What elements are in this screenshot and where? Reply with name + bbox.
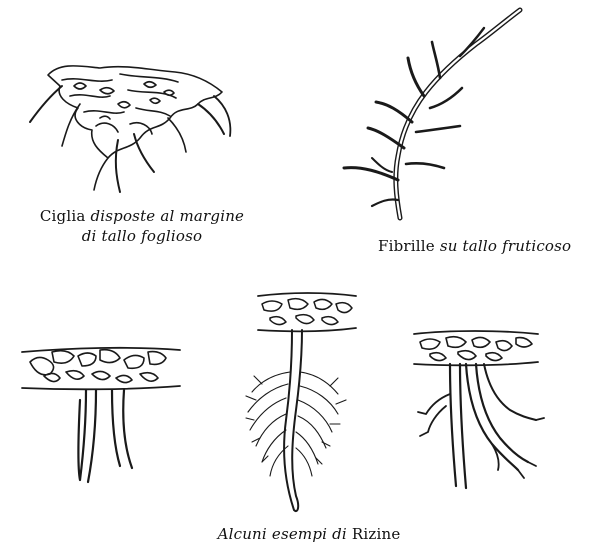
caption-ciglia-italic-1: disposte al margine xyxy=(90,207,244,225)
caption-ciglia: Ciglia disposte al margine di tallo fogl… xyxy=(22,206,262,246)
squarrose-rhizine-icon xyxy=(246,293,356,511)
caption-rizine-italic: Alcuni esempi di xyxy=(218,525,347,543)
caption-rizine-regular: Rizine xyxy=(352,525,401,543)
caption-ciglia-italic-2: di tallo foglioso xyxy=(22,226,262,246)
caption-fibrille: Fibrille su tallo fruticoso xyxy=(378,236,571,256)
fruticose-thallus-fibrils-icon xyxy=(344,10,520,218)
caption-rizine: Alcuni esempi di Rizine xyxy=(214,524,404,544)
caption-fibrille-italic: su tallo fruticoso xyxy=(440,237,571,255)
simple-rhizines-icon xyxy=(22,348,180,482)
branched-rhizines-icon xyxy=(414,331,544,488)
foliose-thallus-cilia-icon xyxy=(30,66,230,192)
caption-fibrille-regular: Fibrille xyxy=(378,237,435,255)
caption-ciglia-regular: Ciglia xyxy=(40,207,86,225)
